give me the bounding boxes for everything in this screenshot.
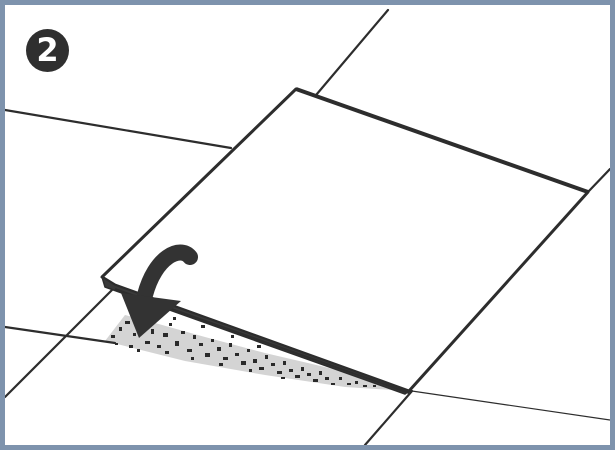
grout-line-upper-left	[5, 108, 233, 150]
grout-line-top	[309, 8, 390, 103]
adhesive-bed	[105, 315, 409, 391]
adhesive-speckles	[111, 317, 376, 387]
grout-line-lower-left	[5, 325, 117, 345]
curved-down-arrow-icon	[121, 244, 198, 338]
grout-line-upper-right	[586, 167, 610, 194]
grout-line-lower-right	[404, 389, 610, 421]
floor-grid-lines	[5, 8, 610, 445]
tile-installation-illustration	[5, 8, 610, 445]
step-number-badge: 2	[26, 29, 69, 72]
grout-line-left-diagonal	[5, 280, 122, 399]
grout-line-bottom	[363, 389, 414, 445]
